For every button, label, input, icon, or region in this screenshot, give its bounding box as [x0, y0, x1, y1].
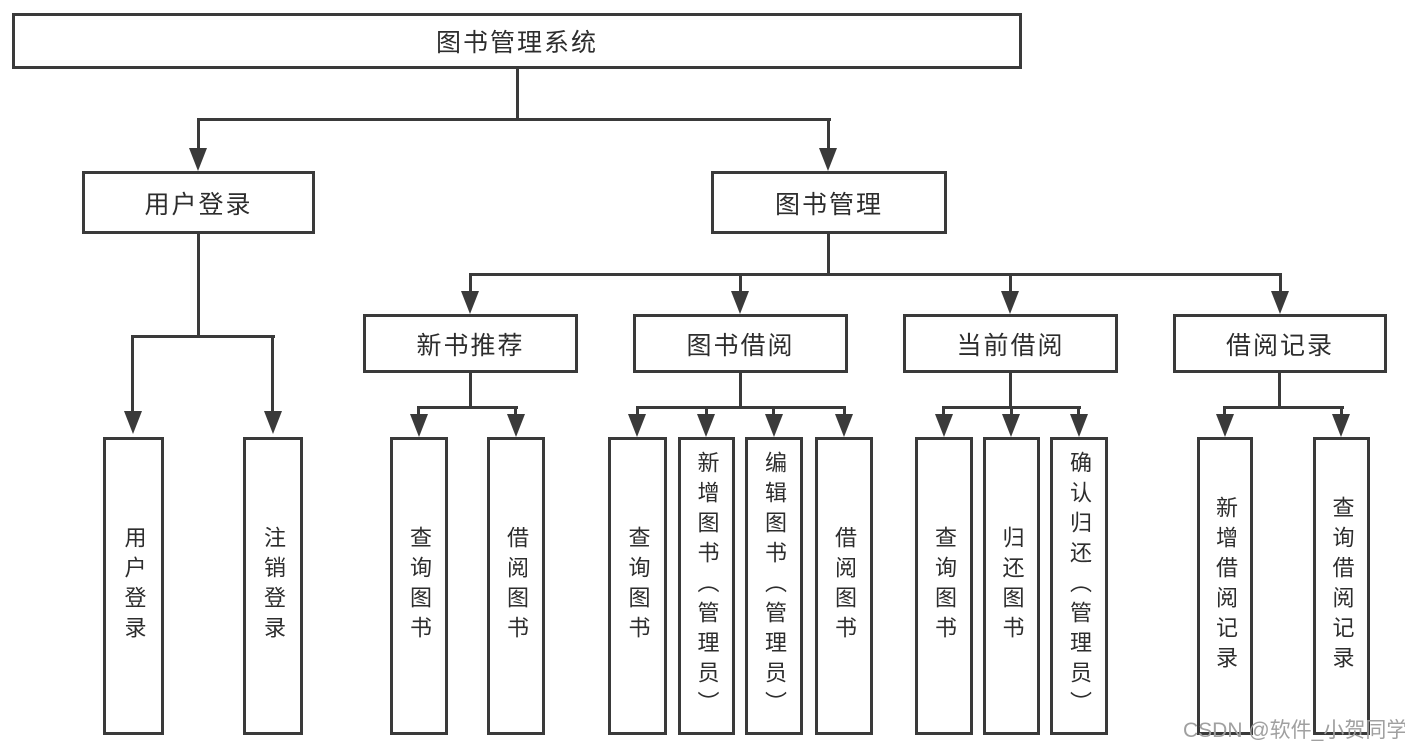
connector-line	[514, 406, 517, 416]
node-book-borrowing-label: 图书借阅	[686, 331, 795, 360]
arrow-down-icon	[1001, 291, 1019, 314]
leaf-add-borrow-record: 新增借阅记录	[1197, 437, 1253, 735]
connector-line	[417, 406, 420, 416]
arrow-down-icon	[628, 414, 646, 437]
leaf-return-books: 归还图书	[983, 437, 1040, 735]
leaf-confirm-return-admin-label: 确认归还（管理员）	[1067, 451, 1092, 721]
connector-line	[197, 118, 831, 121]
arrow-down-icon	[1216, 414, 1234, 437]
leaf-query-borrow-record-label: 查询借阅记录	[1329, 496, 1355, 676]
node-book-management-label: 图书管理	[774, 190, 883, 219]
node-new-book-recommendation: 新书推荐	[363, 314, 578, 373]
connector-line	[1278, 373, 1281, 409]
node-root-label: 图书管理系统	[435, 29, 598, 57]
leaf-query-books-borrowing-label: 查询图书	[625, 526, 651, 646]
arrow-down-icon	[1332, 414, 1350, 437]
connector-line	[131, 335, 134, 412]
connector-line	[469, 273, 1282, 276]
arrow-down-icon	[819, 148, 837, 171]
arrow-down-icon	[507, 414, 525, 437]
arrow-down-icon	[1070, 414, 1088, 437]
connector-line	[1077, 406, 1080, 416]
leaf-query-books-borrowing: 查询图书	[608, 437, 667, 735]
node-book-management: 图书管理	[711, 171, 947, 234]
node-user-login: 用户登录	[82, 171, 315, 234]
arrow-down-icon	[461, 291, 479, 314]
node-book-borrowing: 图书借阅	[633, 314, 848, 373]
leaf-borrow-books-borrowing: 借阅图书	[815, 437, 873, 735]
arrow-down-icon	[731, 291, 749, 314]
connector-line	[772, 406, 775, 416]
leaf-logout-login: 注销登录	[243, 437, 303, 735]
node-borrowing-records-label: 借阅记录	[1225, 331, 1334, 360]
connector-line	[827, 118, 830, 149]
node-root: 图书管理系统	[12, 13, 1022, 69]
connector-line	[705, 406, 708, 416]
arrow-down-icon	[189, 148, 207, 171]
connector-line	[1223, 406, 1226, 416]
arrow-down-icon	[835, 414, 853, 437]
leaf-borrow-books-recommend: 借阅图书	[487, 437, 545, 735]
node-current-borrowing: 当前借阅	[903, 314, 1118, 373]
leaf-borrow-books-borrowing-label: 借阅图书	[832, 526, 857, 646]
leaf-edit-books-admin: 编辑图书（管理员）	[745, 437, 803, 735]
node-current-borrowing-label: 当前借阅	[956, 331, 1065, 360]
watermark: CSDN @软件_小贺同学	[1183, 719, 1405, 742]
connector-line	[197, 118, 200, 149]
connector-line	[516, 69, 519, 118]
leaf-query-books-recommend: 查询图书	[390, 437, 448, 735]
connector-line	[827, 234, 830, 276]
connector-line	[417, 406, 518, 409]
connector-line	[131, 335, 275, 338]
connector-line	[1223, 406, 1344, 409]
arrow-down-icon	[935, 414, 953, 437]
connector-line	[942, 406, 945, 416]
leaf-user-login: 用户登录	[103, 437, 164, 735]
connector-line	[636, 406, 639, 416]
connector-line	[271, 335, 274, 412]
arrow-down-icon	[697, 414, 715, 437]
connector-line	[739, 273, 742, 292]
leaf-query-books-current-label: 查询图书	[932, 526, 957, 646]
node-new-book-recommendation-label: 新书推荐	[416, 331, 525, 360]
leaf-return-books-label: 归还图书	[999, 526, 1025, 646]
connector-line	[1340, 406, 1343, 416]
leaf-query-books-current: 查询图书	[915, 437, 973, 735]
connector-line	[739, 373, 742, 409]
leaf-user-login-label: 用户登录	[121, 526, 147, 646]
connector-line	[469, 373, 472, 409]
arrow-down-icon	[765, 414, 783, 437]
leaf-borrow-books-recommend-label: 借阅图书	[504, 526, 529, 646]
leaf-edit-books-admin-label: 编辑图书（管理员）	[762, 451, 787, 721]
arrow-down-icon	[264, 411, 282, 434]
connector-line	[197, 234, 200, 338]
arrow-down-icon	[410, 414, 428, 437]
connector-line	[1010, 406, 1013, 416]
connector-line	[469, 273, 472, 292]
arrow-down-icon	[124, 411, 142, 434]
leaf-add-books-admin: 新增图书（管理员）	[678, 437, 735, 735]
connector-line	[1009, 273, 1012, 292]
connector-line	[1279, 273, 1282, 292]
connector-line	[1009, 373, 1012, 409]
leaf-query-books-recommend-label: 查询图书	[407, 526, 432, 646]
connector-line	[636, 406, 846, 409]
leaf-add-borrow-record-label: 新增借阅记录	[1213, 496, 1238, 676]
leaf-confirm-return-admin: 确认归还（管理员）	[1050, 437, 1108, 735]
connector-line	[843, 406, 846, 416]
node-borrowing-records: 借阅记录	[1173, 314, 1387, 373]
leaf-query-borrow-record: 查询借阅记录	[1313, 437, 1370, 735]
leaf-add-books-admin-label: 新增图书（管理员）	[694, 451, 720, 721]
arrow-down-icon	[1002, 414, 1020, 437]
arrow-down-icon	[1271, 291, 1289, 314]
node-user-login-label: 用户登录	[144, 190, 253, 219]
leaf-logout-login-label: 注销登录	[261, 526, 286, 646]
